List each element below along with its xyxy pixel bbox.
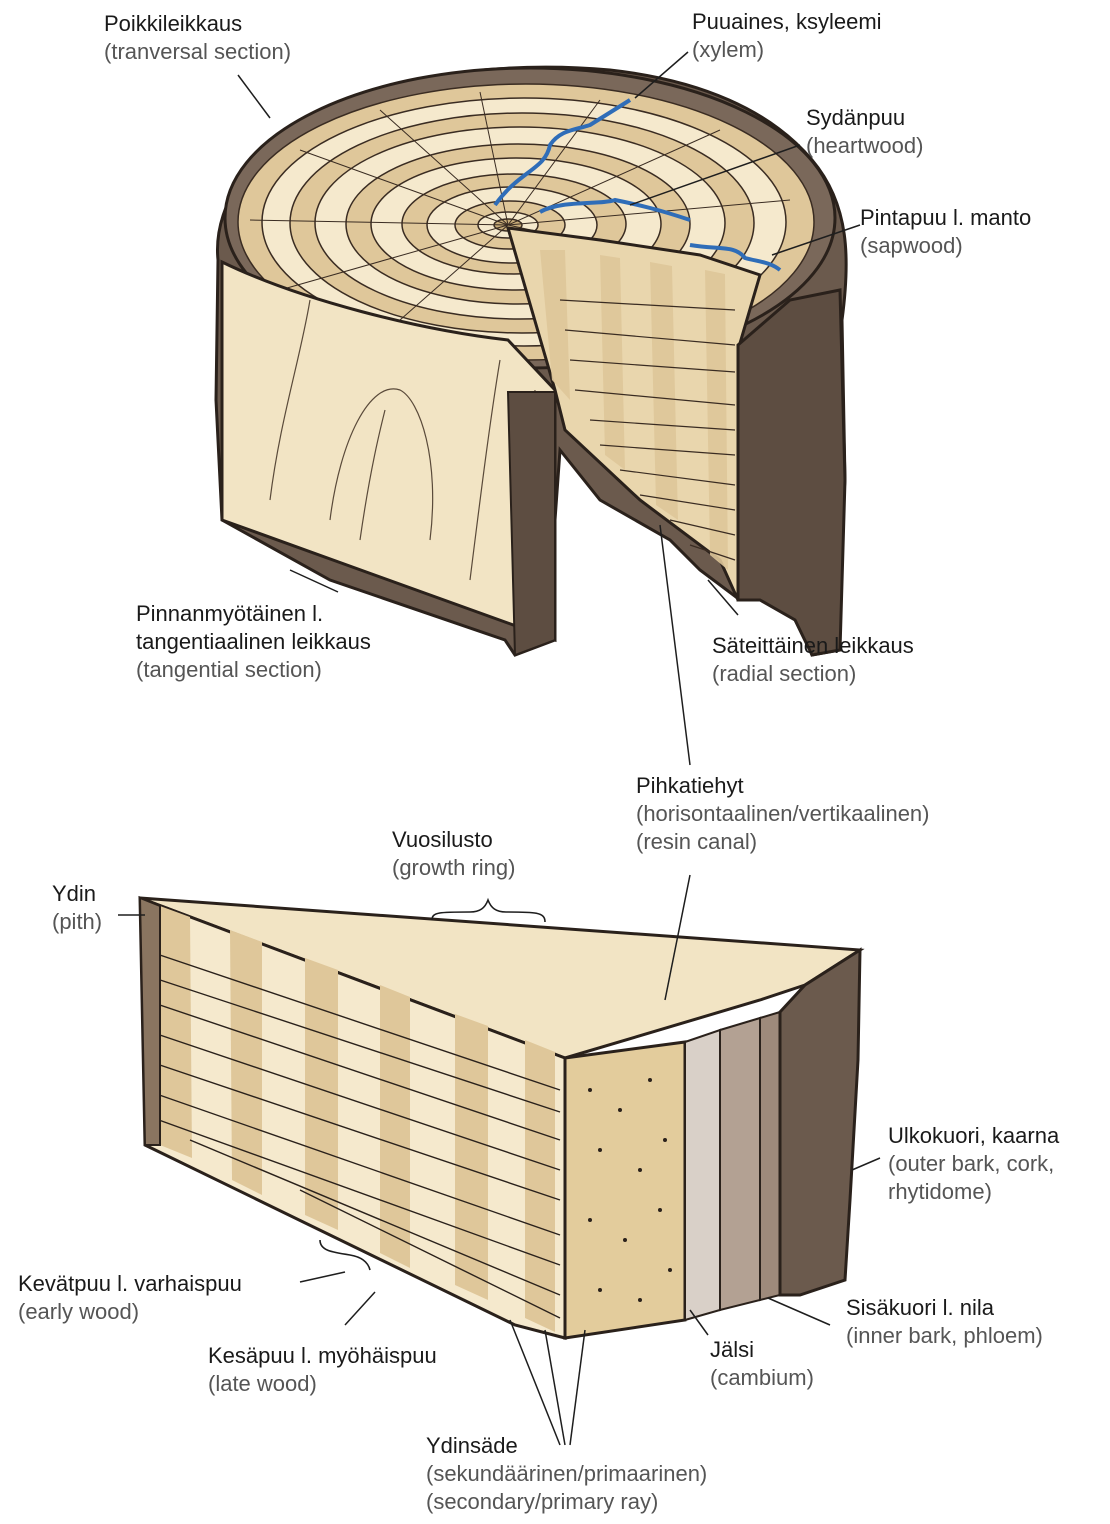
block-end-face [565, 1042, 685, 1338]
label-title: Kevätpuu l. varhaispuu [18, 1270, 242, 1298]
label-sapwood: Pintapuu l. manto (sapwood) [860, 204, 1031, 260]
label-resin-canal: Pihkatiehyt (horisontaalinen/vertikaalin… [636, 772, 930, 856]
label-sub: (xylem) [692, 36, 882, 64]
label-sub: (tangential section) [136, 656, 371, 684]
block-illustration [140, 898, 860, 1338]
label-sub-1: (horisontaalinen/vertikaalinen) [636, 800, 930, 828]
label-sub: (early wood) [18, 1298, 242, 1326]
label-heartwood: Sydänpuu (heartwood) [806, 104, 923, 160]
log-illustration [216, 67, 846, 655]
label-sub-1: (outer bark, cork, [888, 1150, 1059, 1178]
bark-right [738, 290, 845, 655]
label-poikkileikkaus: Poikkileikkaus (tranversal section) [104, 10, 291, 66]
label-sub-2: rhytidome) [888, 1178, 1059, 1206]
label-xylem: Puuaines, ksyleemi (xylem) [692, 8, 882, 64]
label-sub: (growth ring) [392, 854, 515, 882]
label-pith: Ydin (pith) [52, 880, 102, 936]
label-sub: (radial section) [712, 660, 914, 688]
inner-bark-layer-2 [760, 1012, 780, 1300]
label-title: Kesäpuu l. myöhäispuu [208, 1342, 437, 1370]
label-growth-ring: Vuosilusto (growth ring) [392, 826, 515, 882]
label-sub: (late wood) [208, 1370, 437, 1398]
growth-ring-brace [432, 900, 545, 922]
label-title: Pintapuu l. manto [860, 204, 1031, 232]
label-sub: (heartwood) [806, 132, 923, 160]
inner-bark-layer [720, 1018, 760, 1310]
label-early-wood: Kevätpuu l. varhaispuu (early wood) [18, 1270, 242, 1326]
label-late-wood: Kesäpuu l. myöhäispuu (late wood) [208, 1342, 437, 1398]
label-inner-bark: Sisäkuori l. nila (inner bark, phloem) [846, 1294, 1043, 1350]
label-sub: (cambium) [710, 1364, 814, 1392]
label-title-2: tangentiaalinen leikkaus [136, 628, 371, 656]
label-sub: (sapwood) [860, 232, 1031, 260]
label-title: Ydinsäde [426, 1432, 707, 1460]
label-ray: Ydinsäde (sekundäärinen/primaarinen) (se… [426, 1432, 707, 1516]
cambium-layer [685, 1030, 720, 1320]
label-sub: (tranversal section) [104, 38, 291, 66]
label-radial: Säteittäinen leikkaus (radial section) [712, 632, 914, 688]
label-cambium: Jälsi (cambium) [710, 1336, 814, 1392]
label-title: Ydin [52, 880, 102, 908]
label-sub-1: (sekundäärinen/primaarinen) [426, 1460, 707, 1488]
label-title: Pihkatiehyt [636, 772, 930, 800]
label-title: Jälsi [710, 1336, 814, 1364]
label-title-1: Pinnanmyötäinen l. [136, 600, 371, 628]
label-sub-2: (secondary/primary ray) [426, 1488, 707, 1516]
outer-bark-layer [780, 950, 860, 1295]
bark-edge-right-tan [508, 392, 555, 655]
label-title: Säteittäinen leikkaus [712, 632, 914, 660]
label-sub: (inner bark, phloem) [846, 1322, 1043, 1350]
label-title: Vuosilusto [392, 826, 515, 854]
label-title: Sisäkuori l. nila [846, 1294, 1043, 1322]
label-sub: (pith) [52, 908, 102, 936]
label-title: Puuaines, ksyleemi [692, 8, 882, 36]
label-sub-2: (resin canal) [636, 828, 930, 856]
label-tangential: Pinnanmyötäinen l. tangentiaalinen leikk… [136, 600, 371, 684]
label-title: Ulkokuori, kaarna [888, 1122, 1059, 1150]
label-title: Sydänpuu [806, 104, 923, 132]
label-title: Poikkileikkaus [104, 10, 291, 38]
label-outer-bark: Ulkokuori, kaarna (outer bark, cork, rhy… [888, 1122, 1059, 1206]
